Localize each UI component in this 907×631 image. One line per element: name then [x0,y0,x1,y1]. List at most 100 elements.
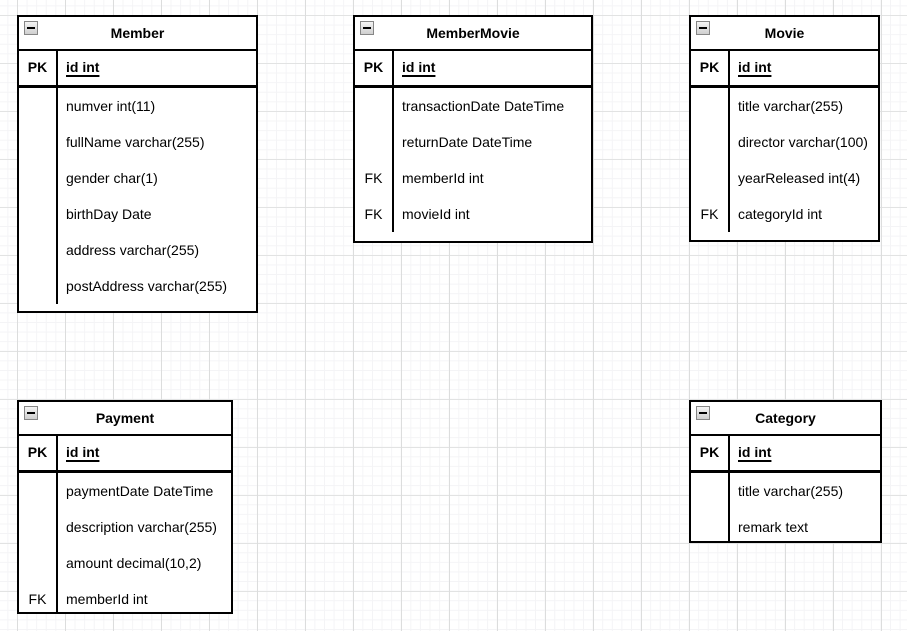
attribute-field: id int [66,59,100,75]
key-cell: PK [19,436,58,470]
primary-key-row[interactable]: PK id int [19,51,256,88]
attribute-field: paymentDate DateTime [66,483,214,499]
key-cell [355,124,394,160]
entity-table-member[interactable]: Member PK id int numver int(11) fullName… [17,15,258,313]
attribute-row[interactable]: birthDay Date [19,196,256,232]
key-cell: FK [355,196,394,232]
table-header[interactable]: Payment [19,402,231,436]
key-cell [691,88,730,124]
attribute-row[interactable]: FK movieId int [355,196,591,232]
table-header[interactable]: Movie [691,17,878,51]
attribute-field: id int [66,444,100,460]
attribute-field: title varchar(255) [738,98,844,114]
attribute-row[interactable]: remark text [691,509,880,541]
primary-key-row[interactable]: PK id int [19,436,231,473]
attribute-field: fullName varchar(255) [66,134,205,150]
attribute-field: birthDay Date [66,206,152,222]
table-title: Category [755,410,816,426]
table-rows: numver int(11) fullName varchar(255) gen… [19,88,256,304]
key-cell: PK [355,51,394,85]
key-cell [691,124,730,160]
key-cell: PK [19,51,58,85]
attribute-row[interactable]: transactionDate DateTime [355,88,591,124]
key-cell: FK [19,581,58,612]
attribute-field: memberId int [66,591,148,607]
table-rows: paymentDate DateTime description varchar… [19,473,231,612]
key-cell: FK [691,196,730,232]
key-cell [19,160,58,196]
table-title: Member [110,25,165,41]
primary-key-row[interactable]: PK id int [691,51,878,88]
attribute-row[interactable]: gender char(1) [19,160,256,196]
table-header[interactable]: MemberMovie [355,17,591,51]
collapse-icon[interactable] [24,406,38,420]
attribute-field: transactionDate DateTime [402,98,565,114]
table-title: Movie [764,25,805,41]
attribute-field: id int [738,444,772,460]
collapse-icon[interactable] [696,21,710,35]
attribute-row[interactable]: numver int(11) [19,88,256,124]
attribute-field: director varchar(100) [738,134,868,150]
key-cell [19,509,58,545]
attribute-field: id int [738,59,772,75]
attribute-field: gender char(1) [66,170,158,186]
attribute-field: categoryId int [738,206,823,222]
attribute-row[interactable]: director varchar(100) [691,124,878,160]
attribute-field: returnDate DateTime [402,134,533,150]
attribute-field: description varchar(255) [66,519,217,535]
key-cell [19,268,58,304]
attribute-row[interactable]: paymentDate DateTime [19,473,231,509]
attribute-row[interactable]: yearReleased int(4) [691,160,878,196]
key-cell [691,509,730,541]
table-title: MemberMovie [426,25,520,41]
attribute-row[interactable]: FK categoryId int [691,196,878,232]
key-cell [691,473,730,509]
collapse-icon[interactable] [24,21,38,35]
primary-key-row[interactable]: PK id int [691,436,880,473]
entity-table-movie[interactable]: Movie PK id int title varchar(255) direc… [689,15,880,242]
attribute-row[interactable]: address varchar(255) [19,232,256,268]
entity-table-category[interactable]: Category PK id int title varchar(255) re… [689,400,882,543]
key-cell [19,232,58,268]
attribute-field: id int [402,59,436,75]
attribute-row[interactable]: FK memberId int [19,581,231,612]
collapse-icon[interactable] [696,406,710,420]
attribute-row[interactable]: returnDate DateTime [355,124,591,160]
attribute-row[interactable]: title varchar(255) [691,88,878,124]
attribute-field: numver int(11) [66,98,156,114]
key-cell [355,88,394,124]
table-rows: title varchar(255) remark text [691,473,880,541]
table-rows: transactionDate DateTime returnDate Date… [355,88,591,232]
primary-key-row[interactable]: PK id int [355,51,591,88]
key-cell [691,160,730,196]
key-cell [19,545,58,581]
attribute-row[interactable]: FK memberId int [355,160,591,196]
attribute-field: movieId int [402,206,470,222]
attribute-row[interactable]: postAddress varchar(255) [19,268,256,304]
key-cell [19,473,58,509]
attribute-row[interactable]: amount decimal(10,2) [19,545,231,581]
attribute-field: amount decimal(10,2) [66,555,202,571]
table-rows: title varchar(255) director varchar(100)… [691,88,878,232]
table-title: Payment [95,410,155,426]
attribute-field: postAddress varchar(255) [66,278,228,294]
attribute-row[interactable]: description varchar(255) [19,509,231,545]
entity-table-payment[interactable]: Payment PK id int paymentDate DateTime d… [17,400,233,614]
key-cell: PK [691,436,730,470]
key-cell [19,124,58,160]
key-cell: FK [355,160,394,196]
key-cell: PK [691,51,730,85]
attribute-field: memberId int [402,170,484,186]
attribute-row[interactable]: fullName varchar(255) [19,124,256,160]
attribute-row[interactable]: title varchar(255) [691,473,880,509]
table-header[interactable]: Category [691,402,880,436]
key-cell [19,88,58,124]
attribute-field: title varchar(255) [738,483,844,499]
attribute-field: remark text [738,519,809,535]
attribute-field: address varchar(255) [66,242,200,258]
attribute-field: yearReleased int(4) [738,170,861,186]
collapse-icon[interactable] [360,21,374,35]
table-header[interactable]: Member [19,17,256,51]
entity-table-membermovie[interactable]: MemberMovie PK id int transactionDate Da… [353,15,593,243]
